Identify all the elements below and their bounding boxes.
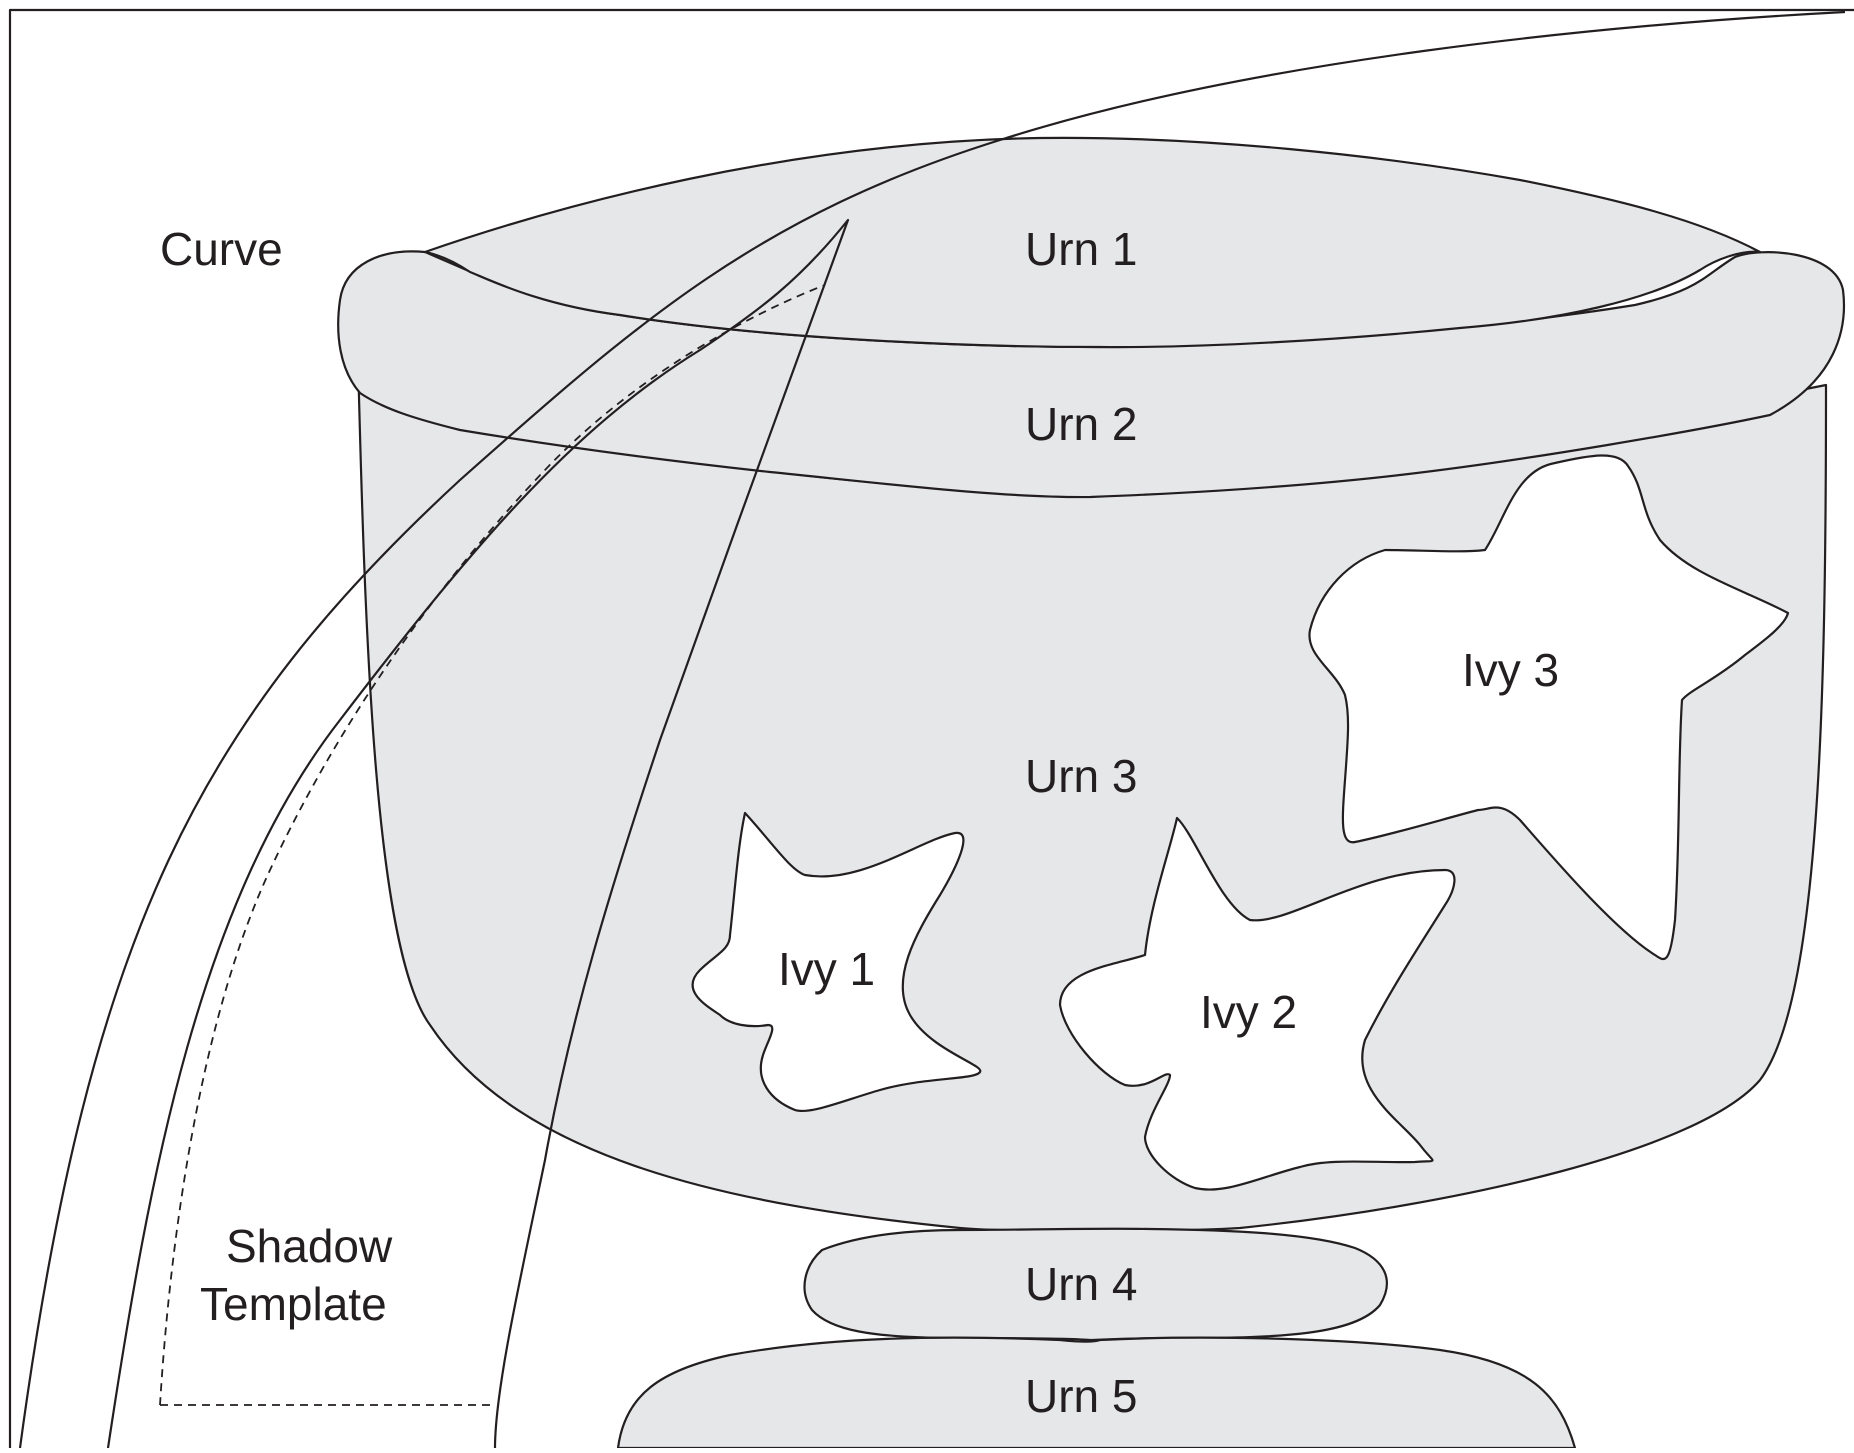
- ivy1-shape: [691, 811, 982, 1113]
- frame-border: [8, 8, 1854, 1448]
- ivy3-label: Ivy 3: [1462, 644, 1559, 696]
- urn1-label: Urn 1: [1025, 223, 1137, 275]
- urn4-label: Urn 4: [1025, 1258, 1137, 1310]
- curve-label: Curve: [160, 223, 283, 275]
- urn3-label: Urn 3: [1025, 750, 1137, 802]
- ivy2-shape: [1058, 816, 1456, 1191]
- shadow-template-label-line1: Shadow: [226, 1220, 393, 1272]
- urn1-piece: [423, 136, 1762, 349]
- shadow-template-label-line2: Template: [200, 1278, 387, 1330]
- ivy1-label: Ivy 1: [778, 943, 875, 995]
- shadow-template-dashed-line: [159, 284, 826, 1406]
- ivy3-shape: [1308, 454, 1790, 960]
- curve-outer-line: [18, 10, 1846, 1449]
- urn5-label: Urn 5: [1025, 1370, 1137, 1422]
- urn5-piece: [616, 1336, 1577, 1450]
- ivy2-label: Ivy 2: [1200, 986, 1297, 1038]
- urn2-label: Urn 2: [1025, 398, 1137, 450]
- shadow-template-outline: [106, 218, 850, 1449]
